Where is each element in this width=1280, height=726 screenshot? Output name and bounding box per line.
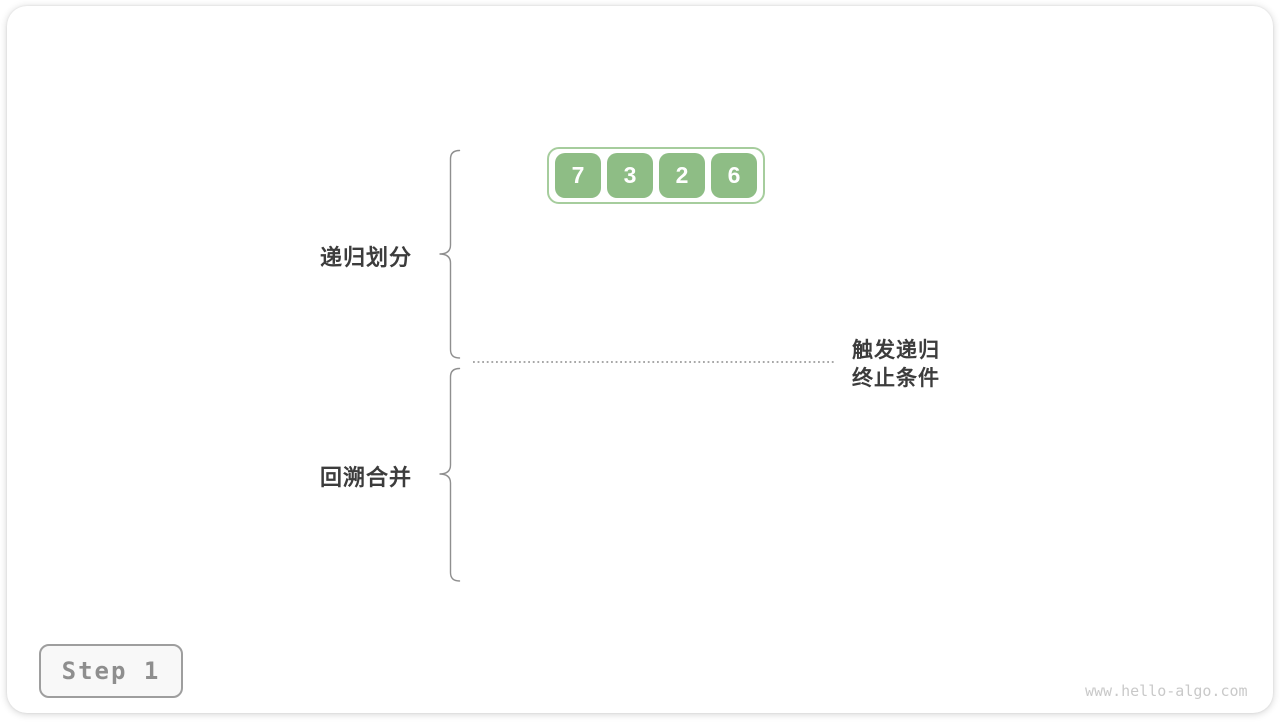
- array-cell-value: 6: [727, 162, 741, 188]
- termination-condition-label: 触发递归 终止条件: [852, 337, 940, 393]
- figure-card: 7 3 2 6 递归划分 回溯合并 触发递归 终止条件 Step 1 www.h…: [7, 6, 1273, 713]
- array-cell: 6: [711, 153, 757, 198]
- label-backtrack-merge: 回溯合并: [319, 465, 412, 490]
- array-cell-value: 3: [623, 162, 637, 188]
- step-badge: Step 1: [39, 644, 183, 698]
- array-cell: 3: [607, 153, 653, 198]
- array-cell: 7: [555, 153, 601, 198]
- label-recursive-divide: 递归划分: [319, 245, 412, 270]
- brace-backtrack-merge: [439, 367, 461, 582]
- termination-condition-line1: 触发递归: [852, 339, 940, 362]
- array-cell-value: 2: [675, 162, 689, 188]
- termination-condition-line2: 终止条件: [852, 367, 940, 390]
- array-cell-value: 7: [571, 162, 585, 188]
- array-cell: 2: [659, 153, 705, 198]
- annotation-layer: [439, 149, 835, 582]
- brace-recursive-divide: [439, 149, 461, 359]
- watermark: www.hello-algo.com: [1085, 682, 1248, 700]
- array-container: 7 3 2 6: [547, 147, 765, 204]
